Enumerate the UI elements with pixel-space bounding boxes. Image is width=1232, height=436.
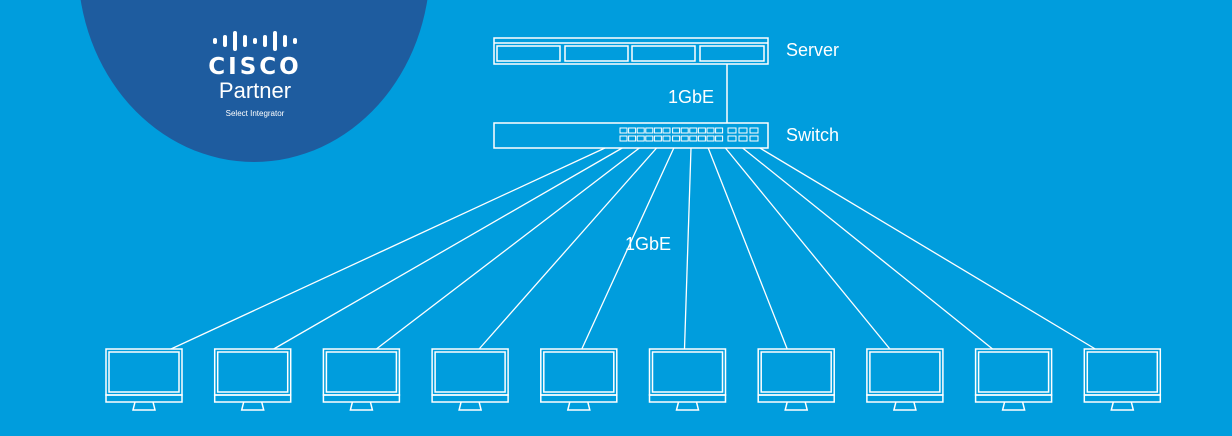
switch-port xyxy=(689,135,698,142)
monitor-icon xyxy=(105,348,183,411)
switch-port xyxy=(636,127,645,134)
client-link xyxy=(478,147,658,350)
switch-port xyxy=(619,127,628,134)
badge-subtitle: Select Integrator xyxy=(225,109,285,118)
switch-port xyxy=(628,135,637,142)
client-link xyxy=(376,147,640,350)
switch-uplink-port xyxy=(727,127,737,134)
switch-port xyxy=(636,135,645,142)
client-link xyxy=(742,147,994,350)
switch-uplink-port xyxy=(738,127,748,134)
monitor-icon xyxy=(540,348,618,411)
monitor-icon xyxy=(322,348,401,411)
switch-uplink-port xyxy=(738,135,748,142)
client-link xyxy=(273,147,623,350)
monitor-icon xyxy=(431,348,509,411)
server-label: Server xyxy=(786,40,840,60)
switch-port xyxy=(672,135,681,142)
badge-title: Partner xyxy=(218,78,292,103)
cisco-partner-logo: CISCO Partner Select Integrator xyxy=(150,30,360,118)
client-links xyxy=(170,147,1096,350)
monitor-icon xyxy=(757,348,835,411)
monitor-icon xyxy=(866,348,944,411)
switch-port xyxy=(662,127,671,134)
switch-port xyxy=(715,127,724,134)
switch-port xyxy=(645,135,654,142)
switch-label: Switch xyxy=(786,125,840,145)
switch-icon xyxy=(493,122,769,149)
switch-uplink-port xyxy=(749,127,759,134)
client-link xyxy=(724,147,891,350)
switch-port xyxy=(628,127,637,134)
switch-port xyxy=(706,135,715,142)
switch-port xyxy=(706,127,715,134)
switch-port xyxy=(680,127,689,134)
uplink-speed-label: 1GbE xyxy=(668,87,715,107)
client-monitors xyxy=(105,348,1162,411)
monitor-icon xyxy=(648,348,727,411)
monitor-icon xyxy=(213,348,292,411)
switch-uplink-port xyxy=(727,135,737,142)
monitor-icon xyxy=(1083,348,1162,411)
switch-port xyxy=(662,135,671,142)
client-link xyxy=(581,147,675,350)
switch-port xyxy=(715,135,724,142)
switch-port xyxy=(672,127,681,134)
brand-name: CISCO xyxy=(208,54,302,80)
switch-port xyxy=(653,135,662,142)
switch-port xyxy=(680,135,689,142)
switch-port xyxy=(697,135,706,142)
client-link xyxy=(707,147,788,350)
switch-port xyxy=(689,127,698,134)
switch-uplink-port xyxy=(749,135,759,142)
client-link-speed-label: 1GbE xyxy=(625,234,672,254)
client-link xyxy=(683,147,692,350)
monitor-icon xyxy=(974,348,1053,411)
switch-port xyxy=(653,127,662,134)
switch-port xyxy=(645,127,654,134)
client-link xyxy=(759,147,1096,350)
server-icon xyxy=(493,37,769,65)
switch-port xyxy=(697,127,706,134)
client-link xyxy=(170,147,606,350)
switch-port xyxy=(619,135,628,142)
cisco-bars-icon xyxy=(150,30,360,52)
